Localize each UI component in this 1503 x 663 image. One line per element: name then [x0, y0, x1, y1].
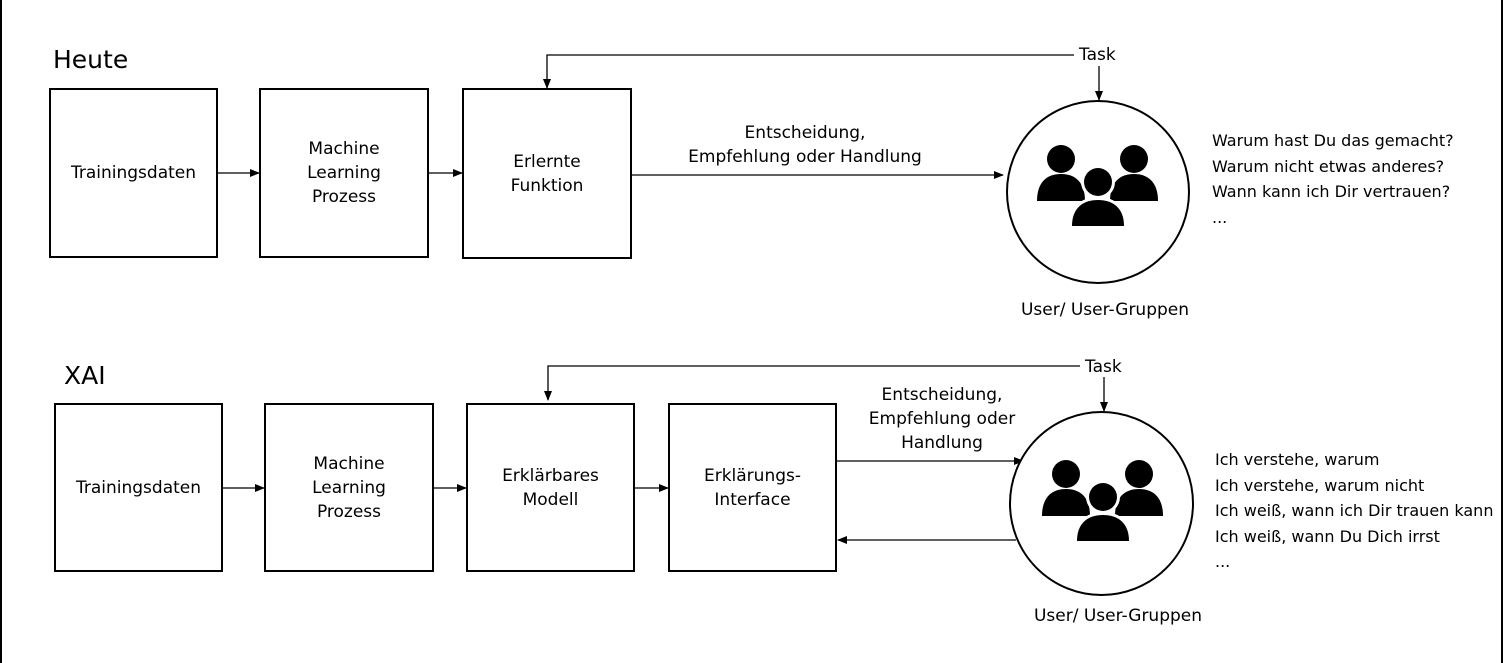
users-group-icon	[1042, 460, 1163, 544]
box-label: Trainingsdaten	[70, 163, 197, 183]
statement-item: Ich weiß, wann Du Dich irrst	[1215, 526, 1440, 546]
user-label-heute: User/ User-Gruppen	[1020, 300, 1190, 320]
statement-item: Ich weiß, wann ich Dir trauen kann	[1215, 501, 1494, 520]
box-ml-prozess: Machine Learning Prozess	[259, 88, 429, 258]
arrow-task-feedback-heute	[543, 54, 1074, 89]
arrow-task-feedback-xai	[544, 365, 1080, 401]
statement-item: ...	[1215, 552, 1231, 571]
box-label: Erlernte Funktion	[510, 151, 584, 196]
statement-item: Ich verstehe, warum nicht	[1215, 475, 1425, 495]
box-label: Trainingsdaten	[75, 477, 202, 498]
users-group-icon	[1037, 145, 1158, 229]
question-item: Warum hast Du das gemacht?	[1212, 131, 1454, 150]
box-erklaerbares-modell: Erklärbares Modell	[466, 403, 635, 572]
decision-label-xai: Entscheidung, Empfehlung oder Handlung	[868, 385, 1016, 453]
box-xai-ml-prozess: Machine Learning Prozess	[264, 403, 434, 572]
left-border-line	[0, 0, 2, 663]
user-statements-list: Ich verstehe, warum Ich verstehe, warum …	[1215, 447, 1493, 575]
box-erlernte-funktion: Erlernte Funktion	[462, 88, 632, 259]
question-item: ...	[1212, 207, 1228, 227]
task-label-heute: Task	[1079, 45, 1116, 65]
user-label-xai: User/ User-Gruppen	[1033, 606, 1203, 626]
user-circle-xai	[1009, 411, 1194, 596]
box-label: Erklärbares Modell	[502, 465, 599, 510]
user-circle-heute	[1006, 100, 1190, 284]
box-erklaerungs-interface: Erklärungs- Interface	[668, 403, 837, 572]
question-item: Warum nicht etwas anderes?	[1212, 156, 1445, 176]
right-border-line	[1501, 0, 1503, 663]
box-xai-trainingsdaten: Trainingsdaten	[54, 403, 223, 572]
statement-item: Ich verstehe, warum	[1215, 450, 1380, 469]
box-label: Machine Learning Prozess	[312, 453, 386, 522]
user-questions-list: Warum hast Du das gemacht? Warum nicht e…	[1212, 128, 1454, 230]
task-label-xai: Task	[1085, 357, 1122, 377]
box-label: Erklärungs- Interface	[703, 465, 802, 510]
section-title-heute: Heute	[53, 45, 129, 74]
box-label: Machine Learning Prozess	[307, 139, 381, 207]
decision-label-heute: Entscheidung, Empfehlung oder Handlung	[688, 123, 922, 167]
section-title-xai: XAI	[64, 361, 106, 390]
question-item: Wann kann ich Dir vertrauen?	[1212, 182, 1451, 201]
box-trainingsdaten: Trainingsdaten	[49, 88, 218, 258]
